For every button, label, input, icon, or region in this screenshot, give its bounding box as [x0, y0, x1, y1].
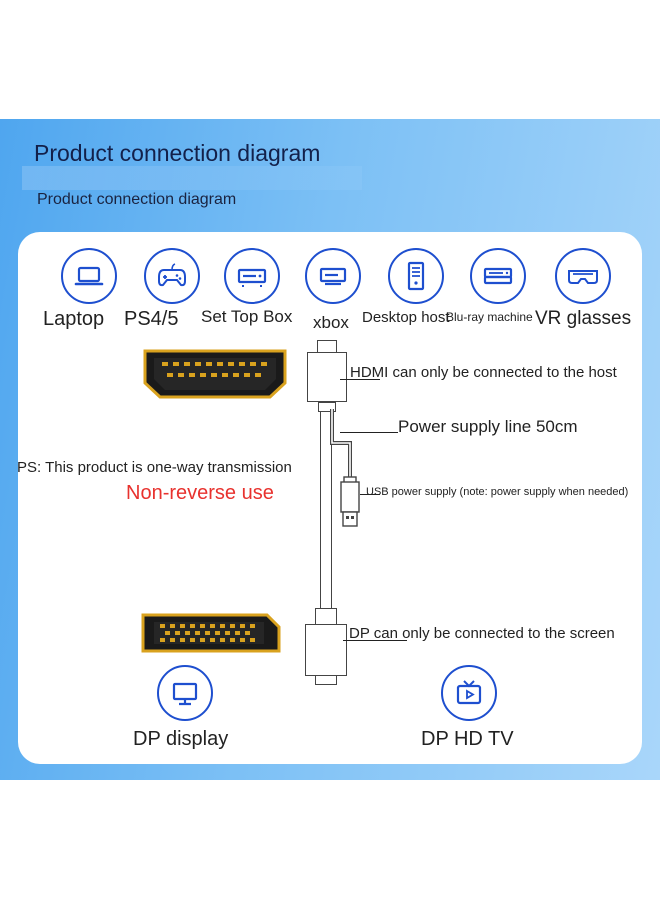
display-label-dp-hd-tv: DP HD TV: [421, 728, 514, 750]
power-note: Power supply line 50cm: [398, 417, 578, 436]
tv-icon: [441, 665, 497, 721]
source-label-blu-ray: Blu-ray machine: [446, 310, 533, 324]
dp-plug-tip: [315, 675, 337, 685]
set-top-box-icon: [224, 248, 280, 304]
monitor-icon: [157, 665, 213, 721]
dp-connector-illustration: [141, 613, 281, 653]
source-label-vr-glasses: VR glasses: [535, 308, 632, 329]
usb-callout-line: [360, 494, 380, 495]
one-way-warning: PS: This product is one-way transmission: [17, 459, 292, 476]
console-icon: [305, 248, 361, 304]
page-title: Product connection diagram: [34, 140, 321, 166]
power-callout-line: [340, 432, 398, 433]
desktop-tower-icon: [388, 248, 444, 304]
source-label-desktop-host: Desktop host: [362, 309, 450, 326]
source-label-laptop: Laptop: [43, 308, 105, 330]
usb-note: USB power supply (note: power supply whe…: [366, 486, 629, 498]
source-label-xbox: xbox: [313, 313, 349, 332]
source-label-set-top-box: Set Top Box: [201, 307, 293, 326]
dp-note: DP can only be connected to the screen: [349, 625, 615, 642]
non-reverse-warning: Non-reverse use: [126, 482, 274, 504]
subtitle-highlight: [22, 166, 362, 190]
usb-power-branch: [330, 409, 360, 527]
hdmi-note: HDMI can only be connected to the host: [350, 364, 617, 381]
hdmi-callout-line: [340, 379, 380, 380]
hdmi-connector-illustration: [143, 349, 287, 399]
blu-ray-player-icon: [470, 248, 526, 304]
hdmi-plug-body: [307, 352, 347, 402]
page-subtitle: Product connection diagram: [37, 191, 237, 208]
dp-plug-body: [305, 624, 347, 676]
source-label-ps45: PS4/5: [124, 308, 179, 330]
vr-glasses-icon: [555, 248, 611, 304]
display-label-dp-display: DP display: [133, 728, 229, 750]
gamepad-icon: [144, 248, 200, 304]
dp-callout-line: [343, 640, 407, 641]
laptop-icon: [61, 248, 117, 304]
